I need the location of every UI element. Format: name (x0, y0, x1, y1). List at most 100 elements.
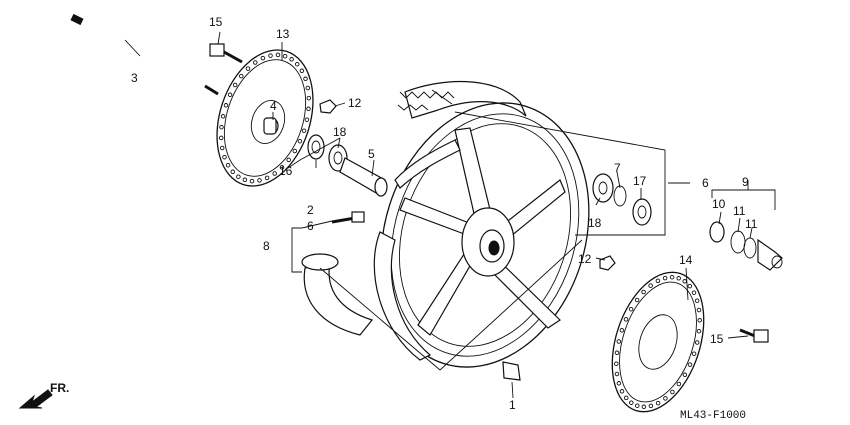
disc-hole (694, 298, 700, 303)
label-5: 5 (368, 147, 375, 161)
label-6-left: 6 (307, 219, 314, 233)
tire-lower-section (373, 139, 461, 361)
disc-left-holes (218, 52, 312, 184)
label-7: 7 (614, 161, 621, 175)
disc-hole (682, 279, 687, 284)
disc-hole (279, 165, 285, 170)
label-3: 3 (131, 71, 138, 85)
disc-hole (676, 381, 682, 387)
label-18-left: 18 (333, 125, 347, 139)
disc-hole (242, 177, 248, 183)
disc-hole (614, 371, 620, 377)
disc-hole (303, 76, 308, 82)
inner-tube (301, 253, 374, 336)
disc-hole (306, 95, 312, 101)
disc-hole (249, 178, 255, 184)
disc-hole (641, 289, 646, 295)
label-17: 17 (633, 174, 647, 188)
direction-label: FR. (50, 381, 69, 395)
disc-hole (641, 404, 647, 410)
disc-hole (245, 66, 251, 71)
speedometer-gearbox (709, 221, 783, 271)
disc-hole (619, 328, 625, 333)
label-8: 8 (263, 239, 270, 253)
disc-hole (663, 396, 668, 401)
disc-hole (616, 339, 622, 344)
disc-hole (225, 162, 231, 168)
disc-hole (619, 389, 625, 394)
disc-hole (232, 82, 238, 88)
disc-bolt-lower (739, 328, 769, 343)
disc-hole (696, 307, 702, 313)
disc-hole (268, 53, 273, 58)
disc-hole (306, 106, 311, 112)
disc-hole (648, 283, 653, 288)
label-12-top: 12 (348, 96, 362, 110)
distance-collar (339, 157, 388, 197)
disc-hole (635, 403, 640, 408)
disc-hole (292, 148, 298, 154)
disc-hole (655, 400, 661, 406)
disc-bolt-top (209, 43, 243, 64)
label-14: 14 (679, 253, 693, 267)
label-15-top: 15 (209, 15, 223, 29)
disc-hole (304, 117, 310, 122)
disc-hole (257, 178, 262, 183)
disc-hole (682, 372, 688, 378)
disc-hole (219, 124, 224, 130)
balance-weight (502, 361, 521, 381)
disc-hole (691, 351, 697, 356)
disc-hole (223, 103, 229, 108)
disc-hole (227, 92, 233, 98)
collar (263, 117, 277, 135)
disc-hole (218, 135, 224, 141)
disc-hole (614, 350, 620, 356)
disc-hole (676, 276, 681, 281)
disc-hole (286, 157, 291, 163)
disc-hole (696, 328, 702, 334)
label-1: 1 (509, 398, 516, 412)
label-4: 4 (270, 99, 277, 113)
label-15-lower: 15 (710, 332, 724, 346)
tire-upper-section (397, 81, 527, 119)
disc-hole (272, 171, 277, 176)
bearing-16 (307, 134, 325, 160)
disc-hole (691, 290, 697, 295)
disc-right-holes (614, 274, 702, 410)
disc-hole (697, 318, 702, 323)
disc-hole (301, 128, 307, 133)
disc-hole (694, 340, 700, 345)
disc-hole (614, 361, 619, 366)
disc-hole (260, 55, 266, 61)
disc-hole (294, 61, 300, 67)
label-16: 16 (279, 164, 293, 178)
disc-hole (634, 297, 640, 303)
dust-seal (632, 198, 652, 226)
front-direction-arrow: FR. (18, 381, 69, 409)
label-10: 10 (712, 197, 726, 211)
valve (331, 211, 365, 224)
disc-hole (222, 154, 227, 160)
disc-hole (230, 169, 236, 175)
wheel-rim (380, 102, 590, 368)
brake-disc-right (611, 271, 705, 413)
label-11-b: 11 (745, 217, 758, 231)
disc-hole (648, 403, 654, 409)
disc-hole (687, 283, 693, 289)
diagram-code: ML43-F1000 (680, 410, 746, 422)
disc-hole (282, 53, 288, 59)
disc-hole (299, 68, 305, 74)
label-2: 2 (307, 203, 314, 217)
disc-hole (655, 278, 661, 284)
nut-top (319, 99, 337, 114)
disc-hole (236, 174, 241, 179)
disc-hole (239, 73, 244, 79)
disc-hole (220, 114, 226, 119)
disc-hole (628, 306, 634, 312)
disc-hole (623, 317, 629, 322)
disc-hole (264, 175, 270, 181)
leader-lines (124, 31, 776, 399)
bearing-18-right (592, 173, 614, 203)
disc-hole (297, 138, 303, 144)
label-12-lower: 12 (578, 252, 592, 266)
